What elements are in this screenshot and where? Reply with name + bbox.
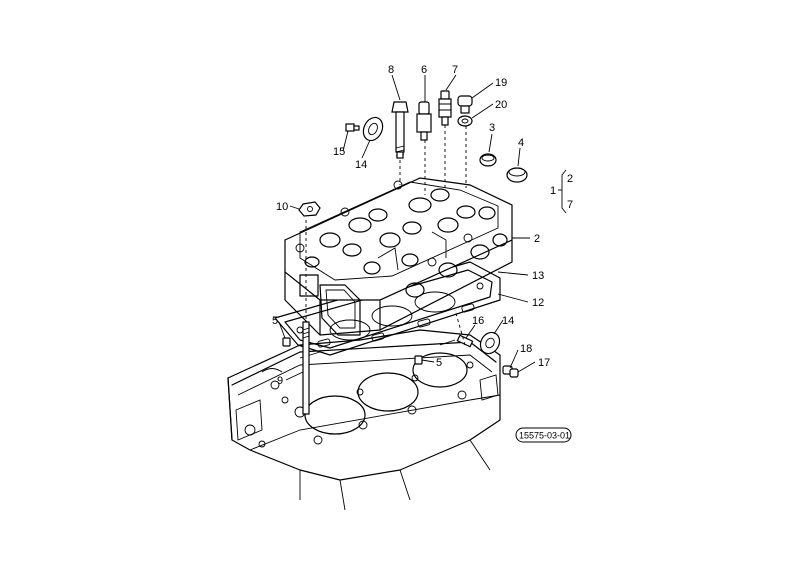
short-stud [456, 334, 474, 348]
callout-9: 9 [277, 375, 283, 387]
callout-10: 10 [276, 201, 288, 213]
figure-code: 15575-03-01 [519, 431, 570, 441]
callout-15: 15 [333, 146, 345, 158]
injector-nozzle [416, 101, 432, 141]
small-bolt [282, 337, 423, 365]
figure-code-tag: 15575-03-01 [515, 427, 572, 443]
eye-ring-lower [479, 331, 501, 355]
callout-labels: 8 6 7 19 20 3 4 15 14 10 2 13 12 5 16 14… [272, 64, 573, 387]
head-bolt [391, 101, 409, 159]
callout-16: 16 [472, 315, 484, 327]
callout-2-bracket: 2 [567, 173, 573, 185]
union-fitting [502, 365, 519, 378]
callout-12: 12 [532, 297, 544, 309]
callout-5-right: 5 [436, 357, 442, 369]
head-nut [298, 201, 321, 217]
callout-1: 1 [550, 185, 556, 197]
callout-8: 8 [388, 64, 394, 76]
cylinder-head [284, 177, 513, 336]
sealing-plug [479, 153, 497, 167]
plug [457, 95, 473, 114]
leader-lines [278, 74, 567, 381]
callout-5-left: 5 [272, 315, 278, 327]
eye-ring [362, 116, 384, 142]
callout-3: 3 [489, 122, 495, 134]
callout-6: 6 [421, 64, 427, 76]
callout-14-lower: 14 [502, 315, 514, 327]
washer [457, 115, 473, 127]
nozzle-holder [438, 90, 452, 126]
callout-7-bracket: 7 [567, 199, 573, 211]
banjo-bolt [345, 123, 360, 132]
callout-4: 4 [518, 137, 524, 149]
cylinder-block [227, 329, 501, 511]
callout-17: 17 [538, 357, 550, 369]
callout-14-upper: 14 [355, 159, 367, 171]
callout-18: 18 [520, 343, 532, 355]
callout-19: 19 [495, 77, 507, 89]
callout-20: 20 [495, 99, 507, 111]
stud-bolt [302, 321, 310, 415]
cup-plug [506, 167, 528, 183]
callout-13: 13 [532, 270, 544, 282]
callout-7: 7 [452, 64, 458, 76]
callout-2: 2 [534, 233, 540, 245]
head-gasket [274, 261, 501, 356]
